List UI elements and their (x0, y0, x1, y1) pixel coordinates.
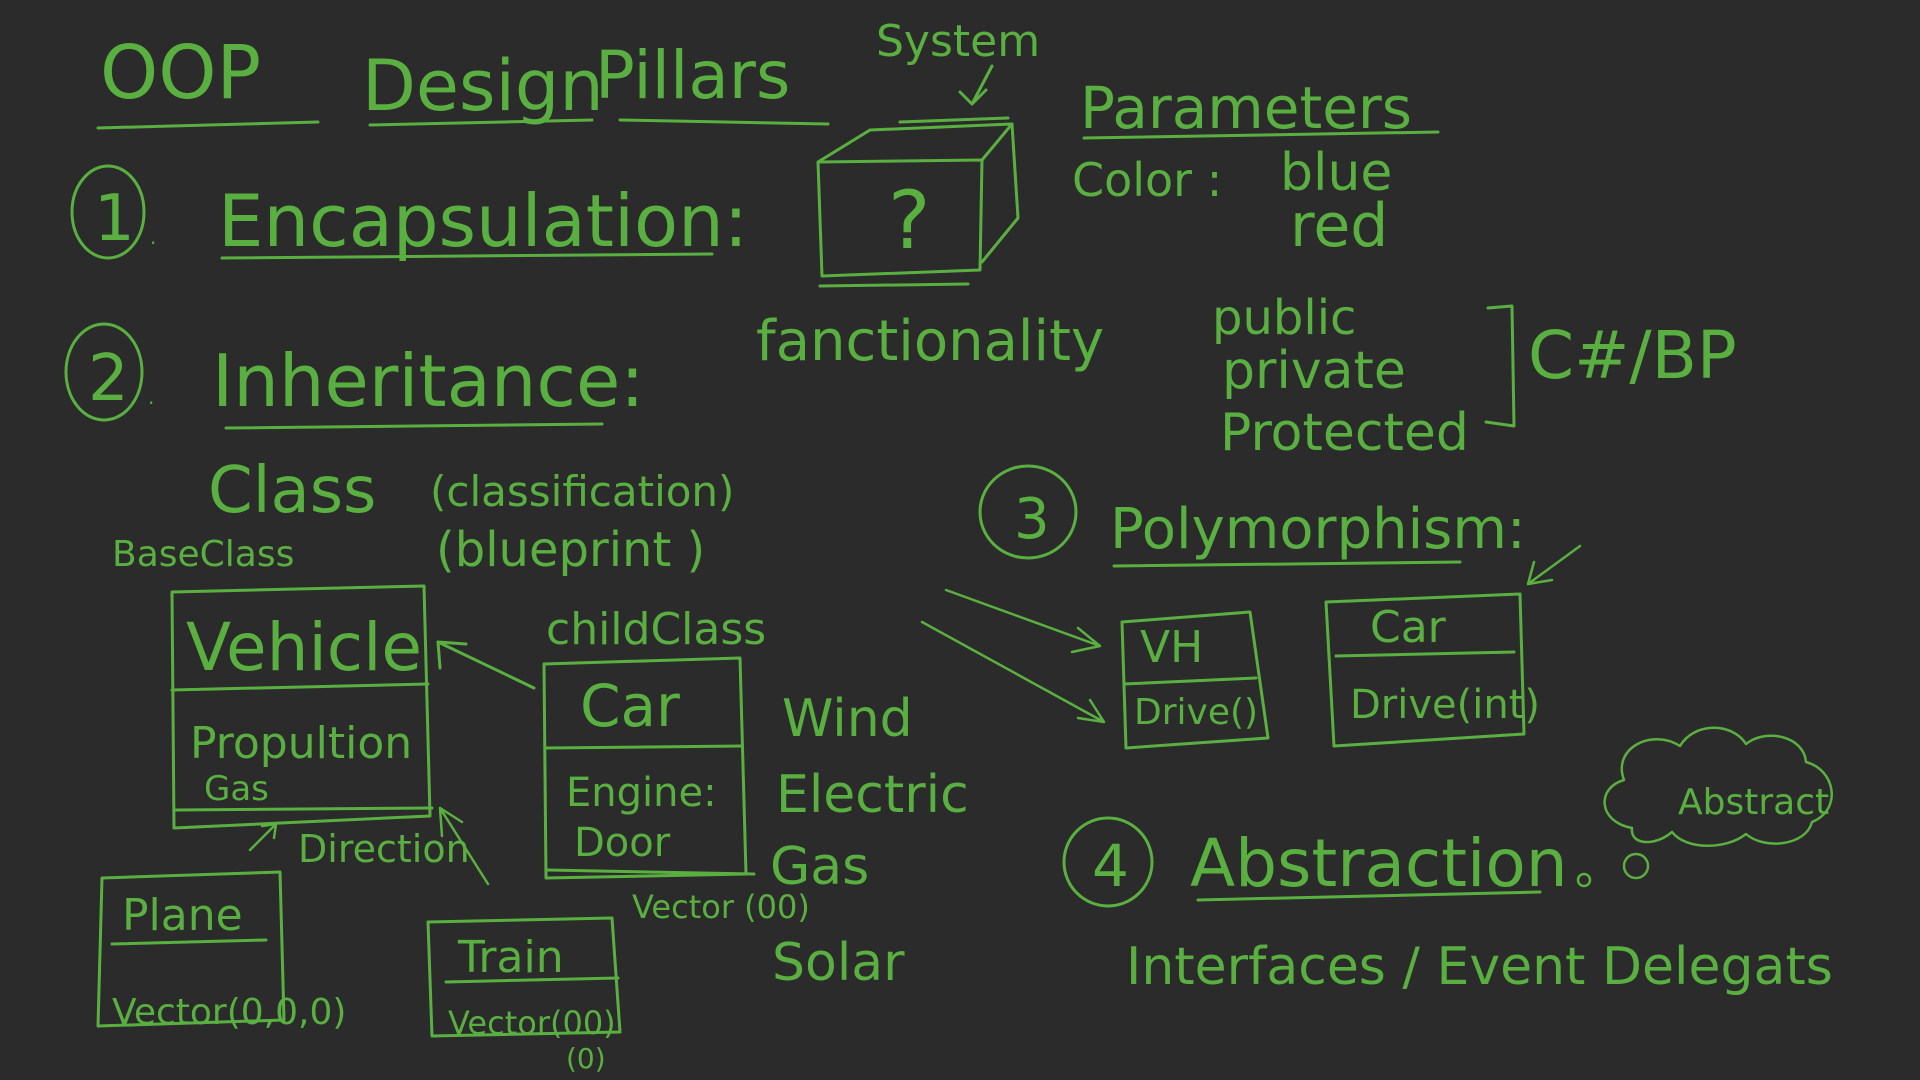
plane-name: Plane (122, 890, 243, 941)
title-underline-1 (96, 120, 320, 130)
inheritance-number: 2 (88, 342, 129, 416)
train-name: Train (457, 932, 564, 983)
car-vector: Vector (00) (632, 888, 810, 926)
car-field-engine: Engine: (566, 770, 717, 816)
plane-field-vector: Vector(0,0,0) (112, 992, 346, 1033)
color-value-blue: blue (1280, 143, 1392, 203)
vehicle-field-propulsion: Propultion (190, 718, 412, 769)
class-note-classification: (classification) (430, 467, 734, 516)
vehicle-field-gas: Gas (204, 769, 269, 809)
class-note-blueprint: (blueprint ) (436, 522, 705, 578)
parameters-underline (1082, 130, 1440, 140)
car-to-vehicle-arrow (436, 640, 536, 690)
train-to-vehicle-arrow (438, 806, 490, 886)
encapsulation-label: Encapsulation: (218, 179, 748, 263)
poly-arrow-2 (920, 620, 1106, 724)
vh-method: Drive() (1134, 692, 1258, 733)
train-field-z: (0) (566, 1042, 606, 1075)
poly-car-name: Car (1370, 602, 1447, 653)
access-protected: Protected (1220, 403, 1469, 463)
thought-cloud-icon (1603, 726, 1833, 847)
cloud-text: Abstract (1678, 782, 1829, 823)
plane-class-box (96, 870, 286, 1028)
languages-label: C#/BP (1528, 317, 1737, 394)
black-box-icon (816, 116, 1020, 288)
abstraction-section: 4 Abstraction Abstract Interfaces / Even… (1062, 726, 1833, 997)
encapsulation-underline (220, 252, 714, 260)
inheritance-underline (224, 422, 604, 430)
encapsulation-section: 1 . Encapsulation: System ? fanctionalit… (70, 16, 1737, 463)
propulsion-wind: Wind (782, 689, 913, 749)
inheritance-label: Inheritance: (212, 339, 645, 423)
color-key: Color : (1072, 153, 1222, 207)
poly-car-arrow (1526, 544, 1582, 586)
train-class-box (426, 916, 622, 1038)
car-field-door: Door (574, 820, 671, 866)
car-class-box (542, 656, 756, 880)
polymorphism-section: 3 Polymorphism: VH Drive() Car Drive(int… (920, 464, 1582, 750)
polymorphism-number: 3 (1014, 487, 1050, 552)
thought-bubble-dot-small (1576, 872, 1592, 888)
propulsion-gas: Gas (770, 837, 869, 897)
unknown-box-symbol: ? (888, 174, 930, 267)
child-class-label: childClass (546, 604, 766, 655)
poly-arrow-1 (944, 588, 1102, 654)
number-circle-4 (1062, 816, 1154, 908)
poly-car-class-box (1324, 592, 1526, 748)
abstraction-number: 4 (1092, 832, 1129, 900)
propulsion-electric: Electric (776, 765, 969, 825)
thought-bubble-dot-large (1622, 852, 1650, 880)
access-private: private (1222, 341, 1406, 401)
access-public: public (1212, 290, 1356, 346)
color-value-red: red (1290, 191, 1388, 261)
title-underline-3 (618, 118, 830, 126)
number-dot-2: . (148, 385, 154, 409)
abstraction-examples: Interfaces / Event Delegats (1126, 937, 1833, 997)
abstraction-label: Abstraction (1190, 825, 1568, 902)
functionality-label: fanctionality (756, 309, 1104, 374)
poly-car-method: Drive(int) (1350, 682, 1540, 728)
number-circle-3 (978, 464, 1078, 560)
system-arrow (958, 64, 994, 106)
class-word: Class (208, 454, 376, 528)
encapsulation-number: 1 (94, 182, 135, 256)
vehicle-name: Vehicle (186, 609, 422, 686)
base-class-label: BaseClass (112, 534, 294, 575)
propulsion-solar: Solar (772, 933, 905, 993)
train-field-vector: Vector(00) (448, 1004, 616, 1042)
vehicle-class-box (170, 584, 434, 830)
system-label: System (876, 16, 1040, 67)
number-dot-1: . (150, 225, 156, 249)
parameters-heading: Parameters (1080, 74, 1412, 142)
vh-class-box (1120, 610, 1270, 750)
title-underline-2 (368, 118, 594, 127)
access-bracket (1484, 304, 1516, 428)
title: OOP Design Pillars (96, 30, 830, 130)
vh-name: VH (1140, 622, 1203, 673)
inheritance-section: 2 . Inheritance: Class (classification) … (64, 322, 969, 1075)
title-oop: OOP (100, 30, 261, 116)
car-name: Car (580, 672, 680, 740)
polymorphism-underline (1112, 560, 1462, 568)
abstraction-underline (1196, 890, 1542, 902)
polymorphism-label: Polymorphism: (1110, 497, 1526, 562)
title-design: Design (362, 45, 604, 127)
direction-label: Direction (298, 827, 470, 871)
title-pillars: Pillars (595, 37, 790, 114)
direction-arrow (248, 822, 278, 852)
number-circle-1 (70, 164, 146, 260)
number-circle-2 (64, 322, 144, 422)
